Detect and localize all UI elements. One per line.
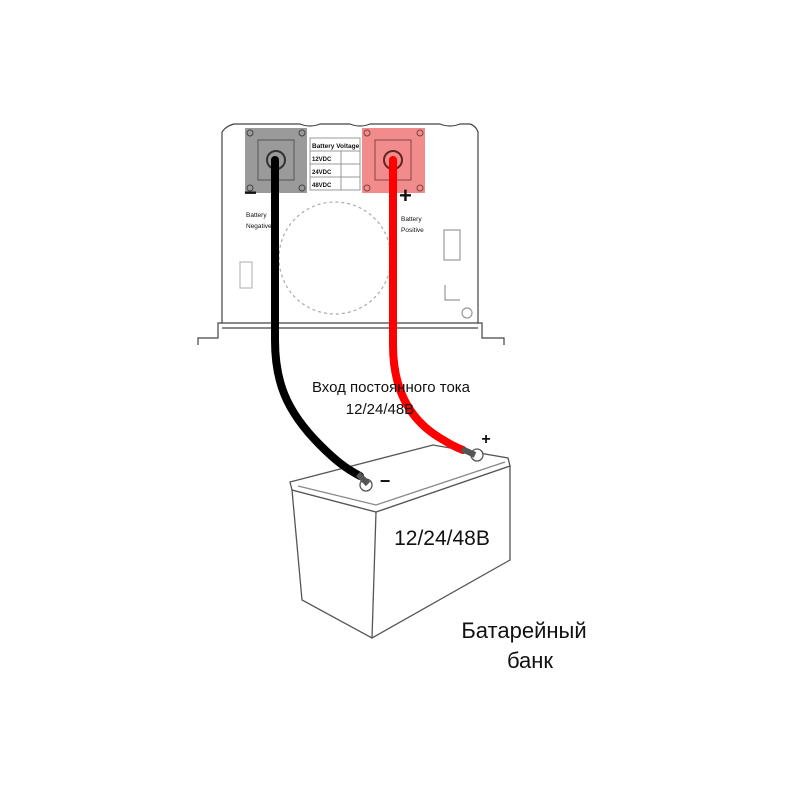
negative-lug: [355, 471, 371, 487]
battery-plus-sign: +: [481, 431, 490, 448]
dc-input-label: Вход постоянного тока: [312, 379, 471, 396]
battery-voltage-table: Battery Voltage 12VDC 24VDC 48VDC: [309, 137, 361, 191]
positive-lug: [460, 446, 477, 458]
negative-label: Negative: [246, 223, 272, 230]
table-title: Battery Voltage: [312, 143, 360, 150]
battery-minus-sign: −: [380, 471, 391, 491]
table-row: 12VDC: [312, 157, 332, 163]
positive-label: Positive: [401, 227, 424, 234]
battery-bank-caption: Батарейный: [461, 618, 586, 643]
positive-label: Battery: [401, 216, 422, 223]
table-row: 48VDC: [312, 183, 332, 189]
fan-grille: [278, 201, 392, 315]
positive-cable: [389, 156, 467, 454]
battery-bank-caption: банк: [507, 648, 553, 673]
negative-label: Battery: [246, 212, 267, 219]
positive-sign: +: [399, 183, 412, 208]
dc-input-voltage: 12/24/48В: [346, 401, 414, 418]
negative-sign: −: [244, 180, 257, 205]
table-row: 24VDC: [312, 170, 332, 176]
negative-cable: [271, 156, 364, 480]
battery-voltage-label: 12/24/48В: [394, 527, 490, 550]
